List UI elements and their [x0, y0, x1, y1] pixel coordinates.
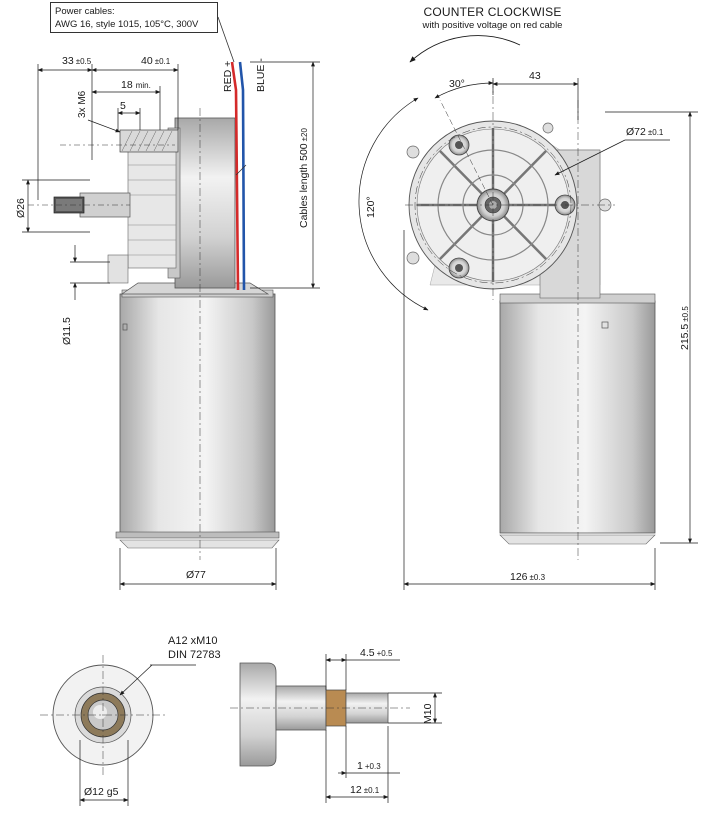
dim-33-label: 33±0.5: [62, 55, 92, 67]
mounting-boss: [119, 129, 179, 153]
red-cable: [230, 61, 240, 291]
shaft-dimension-lines: [325, 654, 442, 803]
gearbox-housing-side: [174, 117, 236, 289]
dia-11-5-label: Ø11.5: [61, 317, 73, 345]
motor-cylinder-side: [119, 293, 276, 535]
thread-m6-label: 3x M6: [77, 90, 88, 118]
width-126-label: 126±0.3: [510, 571, 546, 583]
callout-leader: [217, 16, 235, 63]
red-cable-label: RED +: [222, 61, 234, 92]
callout-line-1: Power cables:: [55, 6, 115, 17]
angle-30-label: 30°: [449, 78, 465, 90]
callout-line-2: AWG 16, style 1015, 105°C, 300V: [55, 19, 199, 30]
power-cables-callout: Power cables: AWG 16, style 1015, 105°C,…: [50, 2, 218, 33]
height-215-label: 215.5±0.5: [679, 306, 691, 350]
motor-end-cap-side: [115, 531, 280, 539]
rotation-title-block: COUNTER CLOCKWISE with positive voltage …: [410, 5, 575, 31]
shaft-detail: [40, 654, 442, 806]
blue-cable: [238, 61, 246, 291]
motor-base-side: [119, 539, 280, 549]
side-dimension-lines: [22, 61, 320, 590]
rotation-title: COUNTER CLOCKWISE: [423, 5, 562, 19]
side-view: [22, 61, 320, 590]
front-dimension-lines: [358, 78, 698, 590]
dia-12-label: Ø12 g5: [84, 786, 119, 798]
shaft-detail-housing: [239, 662, 277, 767]
lower-boss: [107, 254, 129, 284]
dim-1-label: 1+0.3: [357, 760, 381, 772]
dia-77-label: Ø77: [186, 569, 206, 581]
dim-12-label: 12±0.1: [350, 784, 380, 796]
rotation-subtitle: with positive voltage on red cable: [422, 20, 563, 31]
rib-lines: [128, 164, 176, 256]
dim-4-5-label: 4.5+0.5: [360, 647, 393, 659]
spline-spec-line-1: A12 xM10: [168, 635, 218, 647]
dia-26-label: Ø26: [15, 198, 27, 218]
front-view: [358, 35, 698, 590]
dim-43-label: 43: [529, 70, 541, 82]
spline-spec-line-2: DIN 72783: [168, 649, 221, 661]
cylinder-marking: [122, 323, 128, 331]
dia-72-label: Ø72±0.1: [626, 126, 664, 138]
output-shaft-highlight: [56, 199, 82, 211]
hatch-lines: [121, 130, 173, 152]
cable-length-label: Cables length 500±20: [298, 128, 310, 228]
motor-cylinder-front: [499, 300, 656, 534]
dim-5-label: 5: [120, 100, 126, 112]
gearbox-ribs: [127, 149, 177, 269]
blue-cable-label: BLUE -: [255, 58, 267, 92]
motor-base-front: [499, 534, 656, 545]
angle-120-label: 120°: [365, 196, 377, 218]
ccw-rotation-arrow: [409, 35, 521, 63]
dim-40-label: 40±0.1: [141, 55, 171, 67]
thread-m10-label: M10: [422, 703, 434, 724]
